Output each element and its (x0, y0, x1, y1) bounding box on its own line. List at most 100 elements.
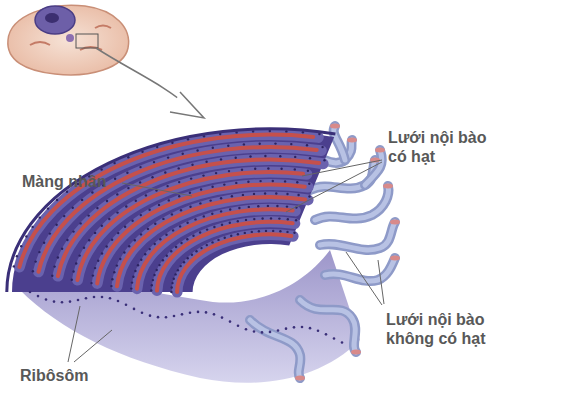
ribosome-dot (264, 155, 266, 157)
ribosome-dot (215, 172, 217, 174)
ribosome-dot (132, 276, 134, 278)
ribosome-dot (150, 289, 152, 291)
ribosome-dot (53, 300, 56, 303)
ribosome-dot (229, 320, 232, 323)
ribosome-dot (119, 258, 121, 260)
ribosome-dot (306, 144, 308, 146)
ribosome-dot (153, 161, 155, 163)
ribosome-dot (183, 261, 185, 263)
ribosome-dot (94, 232, 96, 234)
ribosome-dot (294, 156, 296, 158)
smooth-tubule-lumen (325, 258, 395, 281)
ribosome-dot (279, 155, 281, 157)
ribosome-dot (206, 228, 208, 230)
ribosome-dot (229, 208, 231, 210)
ribosome-dot (111, 239, 113, 241)
ribosome-dot (220, 210, 222, 212)
ribosome-dot (275, 192, 277, 194)
smooth-tubule-lumen (250, 320, 300, 378)
part-label: Ribôsôm (20, 366, 110, 385)
ribosome-dot (168, 199, 170, 201)
ribosome-dot (171, 213, 173, 215)
ribosome-dot (127, 187, 129, 189)
ribosome-dot (269, 331, 272, 334)
ribosome-dot (72, 230, 74, 232)
ribosome-dot (116, 211, 118, 213)
ribosome-dot (38, 251, 40, 253)
ribosome-dot (131, 220, 133, 222)
ribosome-dot (257, 205, 259, 207)
leader-lines (68, 160, 384, 362)
ribosome-dot (317, 329, 320, 332)
ribosome-dot (181, 313, 184, 316)
ribosome-dot (91, 191, 93, 193)
ribosome-dot (203, 215, 205, 217)
ribosome-dot (47, 207, 49, 209)
ribosome-dot (247, 181, 249, 183)
ribosome-dot (205, 161, 207, 163)
ribosome-dot (154, 243, 156, 245)
tubule-end (351, 350, 361, 355)
ribosome-dot (87, 214, 89, 216)
er-body (7, 124, 400, 383)
ribosome-dot (194, 218, 196, 220)
ribosome-dot (180, 265, 182, 267)
ribosome-dot (259, 180, 261, 182)
ribosome-dot (192, 235, 194, 237)
ribosome-dot (224, 237, 226, 239)
ribosome-dot (261, 217, 263, 219)
ribosome-dot (186, 222, 188, 224)
ribosome-dot (61, 248, 63, 250)
ribosome-dot (174, 273, 176, 275)
ribosome-dot (149, 314, 152, 317)
ribosome-dot (116, 193, 118, 195)
ribosome-dot (186, 238, 188, 240)
smooth-tubule (250, 320, 300, 378)
cisterna (19, 135, 318, 267)
smooth-tubule-lumen (300, 300, 356, 352)
ribosome-dot (249, 155, 251, 157)
ribosome-dot (158, 264, 160, 266)
ribosome-dot (34, 260, 36, 262)
cell-icon (8, 5, 129, 75)
ribosome-dot (220, 158, 222, 160)
ribosome-dot (237, 233, 239, 235)
ribosome-dot (293, 326, 296, 329)
zoom-arrow (96, 48, 204, 118)
ribosome-dot (147, 228, 149, 230)
tubule-end (347, 138, 357, 143)
ribosome-dot (245, 328, 248, 331)
ribosome-dot (286, 205, 288, 207)
ribosome-dot (211, 241, 213, 243)
ribosome-dot (265, 230, 267, 232)
ribosome-dot (92, 274, 94, 276)
ribosome-dot (51, 275, 53, 277)
ribosome-dot (153, 274, 155, 276)
ribosome-dot (123, 251, 125, 253)
ribosome-dot (171, 282, 173, 284)
ribosome-dot (85, 297, 88, 300)
ribosome-dot (135, 200, 137, 202)
ribosome-dot (284, 180, 286, 182)
ribosome-dot (277, 329, 280, 332)
ribosome-dot (49, 232, 51, 234)
er-fan (12, 132, 334, 292)
ribosome-dot (81, 199, 83, 201)
ribosome-dot (308, 195, 310, 197)
ribosome-dot (297, 194, 299, 196)
ribosome-dot (154, 223, 156, 225)
ribosome-dot (180, 209, 182, 211)
part-label: Lưới nội bào có hạt (388, 128, 506, 166)
ribosome-dot (228, 170, 230, 172)
ribosome-dot (126, 172, 128, 174)
ribosome-dot (137, 264, 139, 266)
ribosome-dot (296, 181, 298, 183)
cisterna-lumen (19, 135, 313, 267)
ribosome-dot (88, 239, 90, 241)
ribosome-dot (117, 300, 120, 303)
tubule-end (330, 124, 340, 129)
ribosome-dot (57, 256, 59, 258)
ribosome-dot (261, 331, 264, 334)
ribosome-dot (231, 195, 233, 197)
ribosome-dot (173, 278, 175, 280)
